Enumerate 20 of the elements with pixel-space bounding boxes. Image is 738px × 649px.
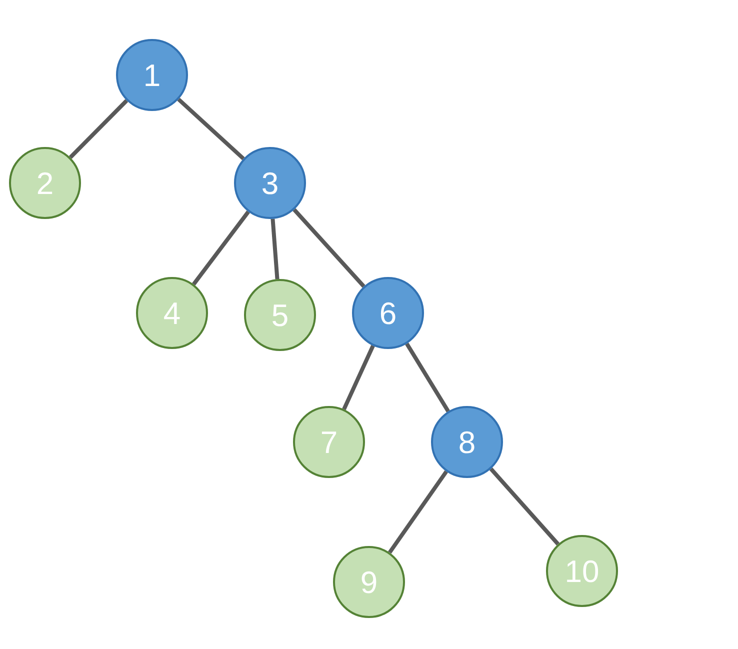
node-number: 2 [36, 168, 54, 198]
tree-edge [489, 468, 560, 546]
node-number: 1 [143, 60, 161, 90]
node-number: 9 [360, 566, 378, 598]
node-number: 10 [564, 556, 600, 586]
tree-edge [68, 99, 128, 159]
tree-edge [405, 342, 450, 412]
node-number: 5 [271, 300, 289, 330]
tree-edge [388, 470, 448, 554]
tree-edge [270, 218, 280, 280]
node-number: 6 [379, 298, 397, 328]
node-number: 7 [320, 426, 338, 458]
tree-node-circle [116, 39, 188, 111]
tree-edge [292, 208, 366, 288]
tree-edge [177, 98, 245, 160]
node-number: 4 [163, 298, 181, 328]
node-number: 8 [458, 426, 476, 458]
tree-edge [192, 210, 250, 286]
tree-edge [342, 344, 375, 410]
node-number: 3 [261, 168, 279, 198]
